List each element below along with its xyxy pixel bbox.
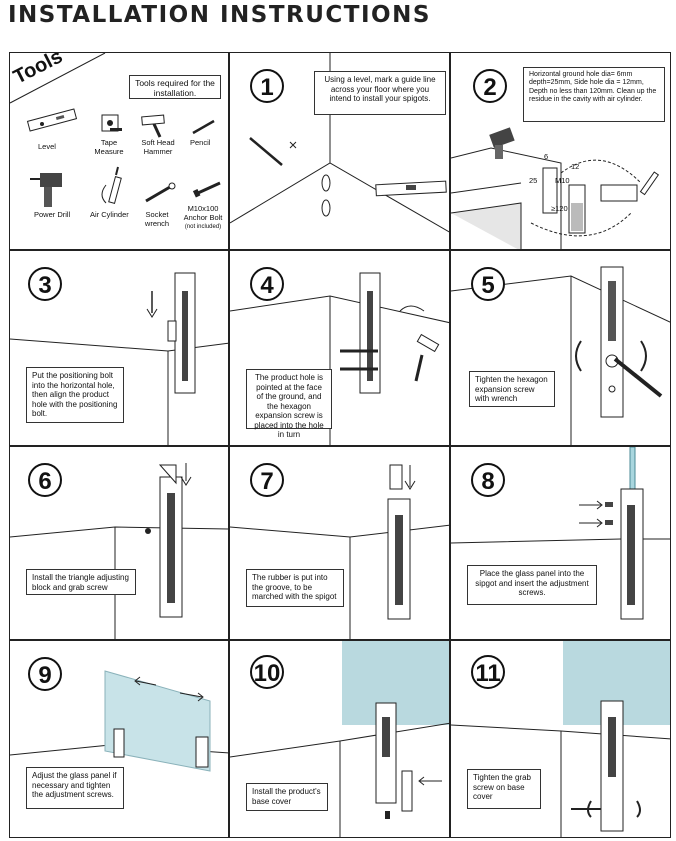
step-6-text: Install the triangle adjusting block and… [26, 569, 136, 595]
step-8-number: 8 [471, 463, 505, 497]
step-10-text: Install the product's base cover [246, 783, 328, 811]
air-cylinder-icon [101, 166, 122, 204]
tool-label-hammer: Soft Head Hammer [141, 138, 175, 156]
step-9-art [10, 670, 228, 772]
dim-m10: M10 [555, 176, 570, 185]
step-4-text: The product hole is pointed at the face … [246, 369, 332, 439]
tool-label-air-cylinder: Air Cylinder [90, 210, 129, 219]
tools-panel: Tools Tools required for the installatio… [9, 52, 229, 250]
step-1-art [230, 53, 449, 233]
step-3-art [10, 272, 228, 445]
step-4-art [230, 272, 449, 445]
step-9-panel: 9 Adjust the glass panel if necessary an… [9, 640, 229, 838]
anchor-bolt-icon [192, 181, 221, 198]
step-1-number: 1 [250, 69, 284, 103]
instruction-grid: Tools Tools required for the installatio… [9, 52, 671, 838]
step-3-text: Put the positioning bolt into the horizo… [26, 367, 124, 423]
tool-label-socket-wrench: Socket wrench [144, 210, 170, 228]
step-2-text: Horizontal ground hole dia= 6mm depth=25… [523, 67, 665, 122]
tool-label-pencil: Pencil [190, 138, 211, 147]
step-5-panel: 5 Tighten the hexagon expansion screw wi… [450, 250, 671, 446]
step-1-panel: 1 Using a level, mark a guide line acros… [229, 52, 450, 250]
dim-120: ≥120 [551, 204, 568, 213]
step-5-text: Tighten the hexagon expansion screw with… [469, 371, 555, 407]
tool-label-level: Level [38, 142, 56, 151]
step-6-panel: 6 Install the triangle adjusting block a… [9, 446, 229, 640]
step-2-number: 2 [473, 69, 507, 103]
step-7-panel: 7 The rubber is put into the groove, to … [229, 446, 450, 640]
step-2-panel: 2 Horizontal ground hole dia= 6mm depth=… [450, 52, 671, 250]
step-10-art [230, 641, 449, 837]
step-9-text: Adjust the glass panel if necessary and … [26, 767, 124, 809]
power-drill-icon [30, 173, 62, 207]
tool-label-drill: Power Drill [34, 210, 71, 219]
step-10-panel: 10 Install the product's base cover [229, 640, 450, 838]
step-11-panel: 11 Tighten the grab screw on base cover [450, 640, 671, 838]
dim-25: 25 [529, 176, 538, 185]
tools-note: Tools required for the installation. [129, 75, 221, 99]
step-9-number: 9 [28, 657, 62, 691]
level-icon [26, 108, 78, 132]
step-1-text: Using a level, mark a guide line across … [314, 71, 446, 115]
dim-12: 12 [571, 162, 580, 171]
tool-label-not-included: (not included) [184, 224, 222, 230]
socket-wrench-icon [145, 182, 176, 203]
step-11-text: Tighten the grab screw on base cover [467, 769, 541, 809]
step-7-text: The rubber is put into the groove, to be… [246, 569, 344, 607]
hammer-icon [141, 114, 165, 138]
tool-label-tape: Tape Measure [94, 138, 124, 156]
tool-label-anchor-bolt: M10x100 Anchor Bolt [183, 204, 223, 222]
dim-6: 6 [544, 152, 549, 161]
step-7-number: 7 [250, 463, 284, 497]
tape-measure-icon [101, 114, 122, 132]
pencil-icon [192, 119, 215, 135]
tools-panel-art [10, 53, 221, 207]
step-10-number: 10 [250, 655, 284, 689]
step-4-panel: 4 The product hole is pointed at the fac… [229, 250, 450, 446]
step-2-art [451, 127, 660, 249]
step-11-art [451, 641, 670, 837]
step-3-number: 3 [28, 267, 62, 301]
page-title: INSTALLATION INSTRUCTIONS [8, 2, 431, 28]
step-6-number: 6 [28, 463, 62, 497]
step-8-panel: 8 Place the glass panel into the sipgot … [450, 446, 671, 640]
step-7-art [230, 464, 449, 639]
step-8-text: Place the glass panel into the sipgot an… [467, 565, 597, 605]
step-8-art [451, 447, 670, 620]
step-11-number: 11 [471, 655, 505, 689]
step-4-number: 4 [250, 267, 284, 301]
step-5-number: 5 [471, 267, 505, 301]
step-3-panel: 3 Put the positioning bolt into the hori… [9, 250, 229, 446]
step-5-art [451, 266, 670, 445]
